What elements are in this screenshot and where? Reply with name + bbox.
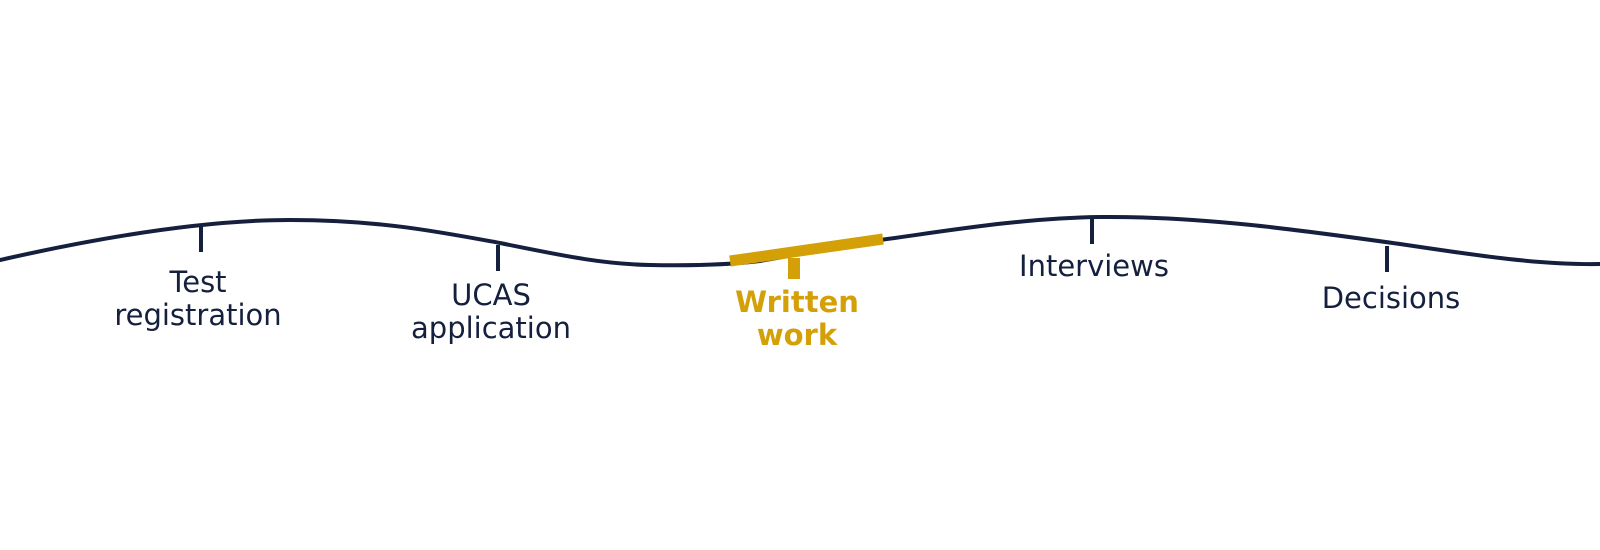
stage-label-line: registration <box>114 298 282 332</box>
stage-label-line: application <box>411 311 571 345</box>
stage-label-line: Decisions <box>1321 281 1461 315</box>
timeline-wave-line <box>0 214 1600 268</box>
stage-label-written-work: Written work <box>735 286 859 352</box>
tick-ucas-application <box>496 245 500 271</box>
stage-label-ucas-application: UCAS application <box>411 279 571 345</box>
stage-label-line: Written <box>735 285 859 319</box>
highlight-segment <box>729 233 884 267</box>
stage-label-test-registration: Test registration <box>114 266 281 332</box>
stage-label-line: UCAS <box>451 278 531 312</box>
stage-label-decisions: Decisions <box>1322 282 1461 315</box>
tick-written-work <box>788 258 800 279</box>
stage-label-line: Test <box>169 265 227 299</box>
tick-interviews <box>1090 218 1094 244</box>
tick-decisions <box>1385 246 1389 272</box>
stage-label-line: Interviews <box>1019 249 1169 283</box>
tick-test-registration <box>199 226 203 252</box>
stage-label-interviews: Interviews <box>1019 250 1169 283</box>
stage-label-line: work <box>756 318 838 352</box>
